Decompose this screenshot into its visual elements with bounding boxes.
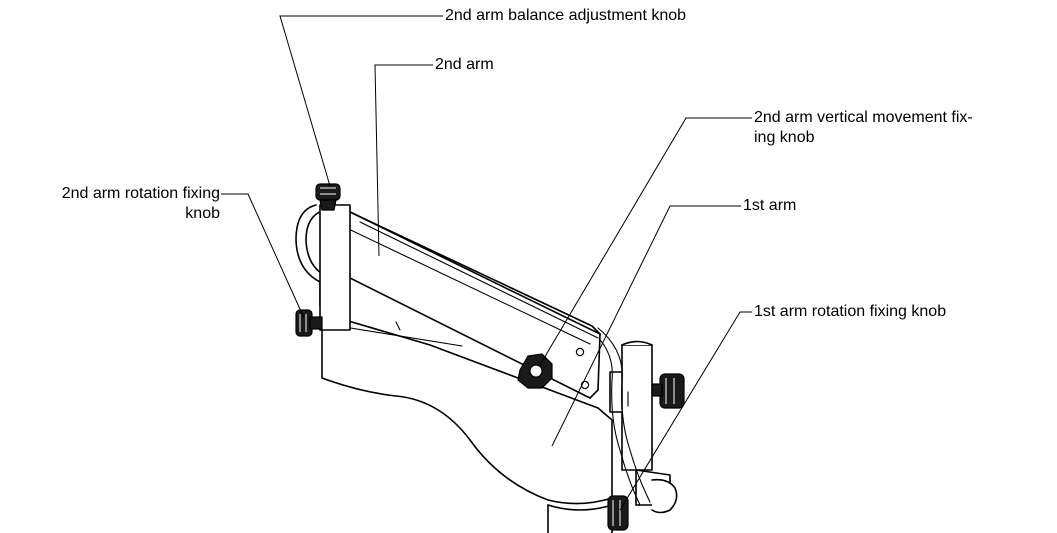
label-vertical-movement-knob-line1: 2nd arm vertical movement fix- xyxy=(754,109,973,126)
cable xyxy=(589,327,651,506)
balance-adjustment-knob-icon xyxy=(315,183,341,211)
stand-base xyxy=(547,504,613,533)
label-second-arm: 2nd arm xyxy=(435,56,494,73)
balance-bracket xyxy=(295,204,351,331)
second-arm-rotation-knob-icon xyxy=(295,309,323,337)
label-second-arm-rotation-knob: 2nd arm rotation fixing knob xyxy=(8,184,220,224)
label-vertical-movement-knob: 2nd arm vertical movement fix- ing knob xyxy=(754,108,973,148)
label-first-arm-rotation-knob: 1st arm rotation fixing knob xyxy=(754,303,947,320)
label-second-arm-rotation-knob-line2: knob xyxy=(185,205,220,222)
leader-lines xyxy=(221,15,752,511)
first-arm-body xyxy=(321,261,613,505)
vertical-movement-knob-icon xyxy=(517,353,553,389)
leader-balance-knob xyxy=(279,15,443,187)
leader-first-arm xyxy=(551,205,741,447)
leader-second-arm xyxy=(374,64,433,257)
leader-vertical-knob xyxy=(539,117,752,366)
label-first-arm: 1st arm xyxy=(743,197,797,214)
first-arm-rotation-knob-icon-right xyxy=(651,373,685,409)
label-vertical-movement-knob-line2: ing knob xyxy=(754,129,815,146)
label-second-arm-rotation-knob-line1: 2nd arm rotation fixing xyxy=(61,185,220,202)
leader-first-arm-rotation-knob xyxy=(619,311,752,511)
label-balance-adjustment-knob: 2nd arm balance adjustment knob xyxy=(445,7,687,24)
leader-second-arm-rotation-knob xyxy=(221,193,305,319)
